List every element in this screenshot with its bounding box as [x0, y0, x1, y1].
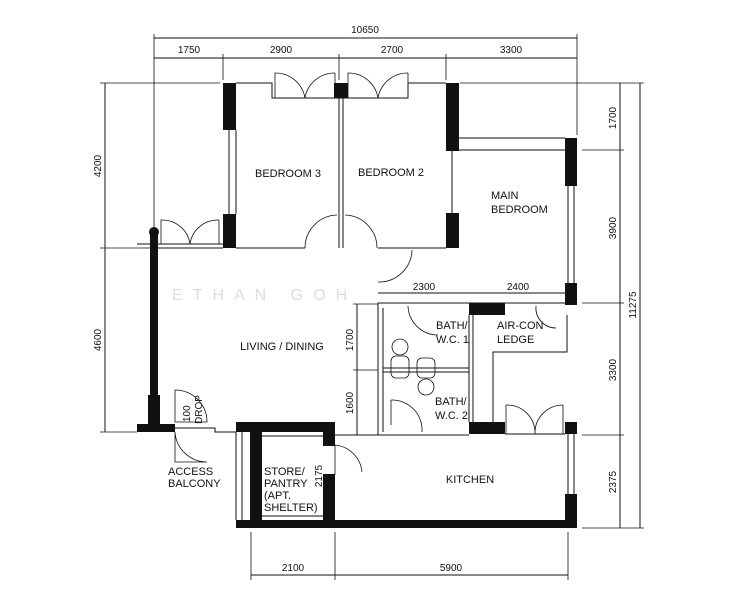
room-bedroom-2: BEDROOM 2: [358, 167, 424, 179]
dim-inner-1: 2300: [413, 282, 436, 293]
room-store-a: STORE/: [264, 466, 306, 478]
room-bath-1-b: W.C. 1: [436, 334, 469, 346]
doors: [160, 72, 564, 475]
walls: [137, 83, 577, 528]
dim-inner-v1: 1700: [345, 328, 356, 351]
dim-inner-v2: 1600: [345, 391, 356, 414]
dim-right-total: 11275: [628, 291, 639, 319]
room-store-b: PANTRY: [264, 478, 308, 490]
drop-label-b: DROP: [194, 395, 205, 424]
dim-right-2: 3900: [608, 216, 619, 239]
room-main-bedroom-2: BEDROOM: [491, 204, 548, 216]
room-store-d: SHELTER): [264, 502, 318, 514]
room-main-bedroom-1: MAIN: [491, 190, 519, 202]
drop-label-a: 100: [182, 405, 193, 422]
room-aircon-b: LEDGE: [497, 334, 534, 346]
room-access-balcony-b: BALCONY: [168, 478, 221, 490]
partitions: [137, 82, 577, 520]
room-living-dining: LIVING / DINING: [240, 341, 324, 353]
dim-bottom-1: 2100: [282, 563, 305, 574]
dim-top-3: 2700: [381, 45, 404, 56]
watermark: ETHAN GOH: [172, 287, 357, 304]
dim-store: 2175: [314, 464, 325, 487]
room-access-balcony-a: ACCESS: [168, 466, 213, 478]
dim-right-1: 1700: [608, 106, 619, 129]
dim-top-2: 2900: [270, 45, 293, 56]
dim-right-4: 2375: [608, 470, 619, 493]
dim-left-1: 4200: [93, 154, 104, 177]
room-bath-2-a: BATH/: [435, 396, 468, 408]
dim-top-1: 1750: [178, 45, 201, 56]
room-store-c: (APT.: [264, 490, 291, 502]
dim-bottom-2: 5900: [440, 563, 463, 574]
toilet-fixtures: [390, 338, 436, 396]
dim-top-4: 3300: [500, 45, 523, 56]
dimension-lines: [100, 34, 644, 580]
room-bedroom-3: BEDROOM 3: [255, 168, 321, 180]
dim-top-total: 10650: [351, 25, 379, 36]
dim-right-3: 3300: [608, 358, 619, 381]
room-aircon-a: AIR-CON: [497, 320, 544, 332]
room-bath-1-a: BATH/: [436, 320, 469, 332]
dim-inner-2: 2400: [507, 282, 530, 293]
dim-left-2: 4600: [93, 328, 104, 351]
room-kitchen: KITCHEN: [446, 474, 494, 486]
room-bath-2-b: W.C. 2: [435, 410, 468, 422]
